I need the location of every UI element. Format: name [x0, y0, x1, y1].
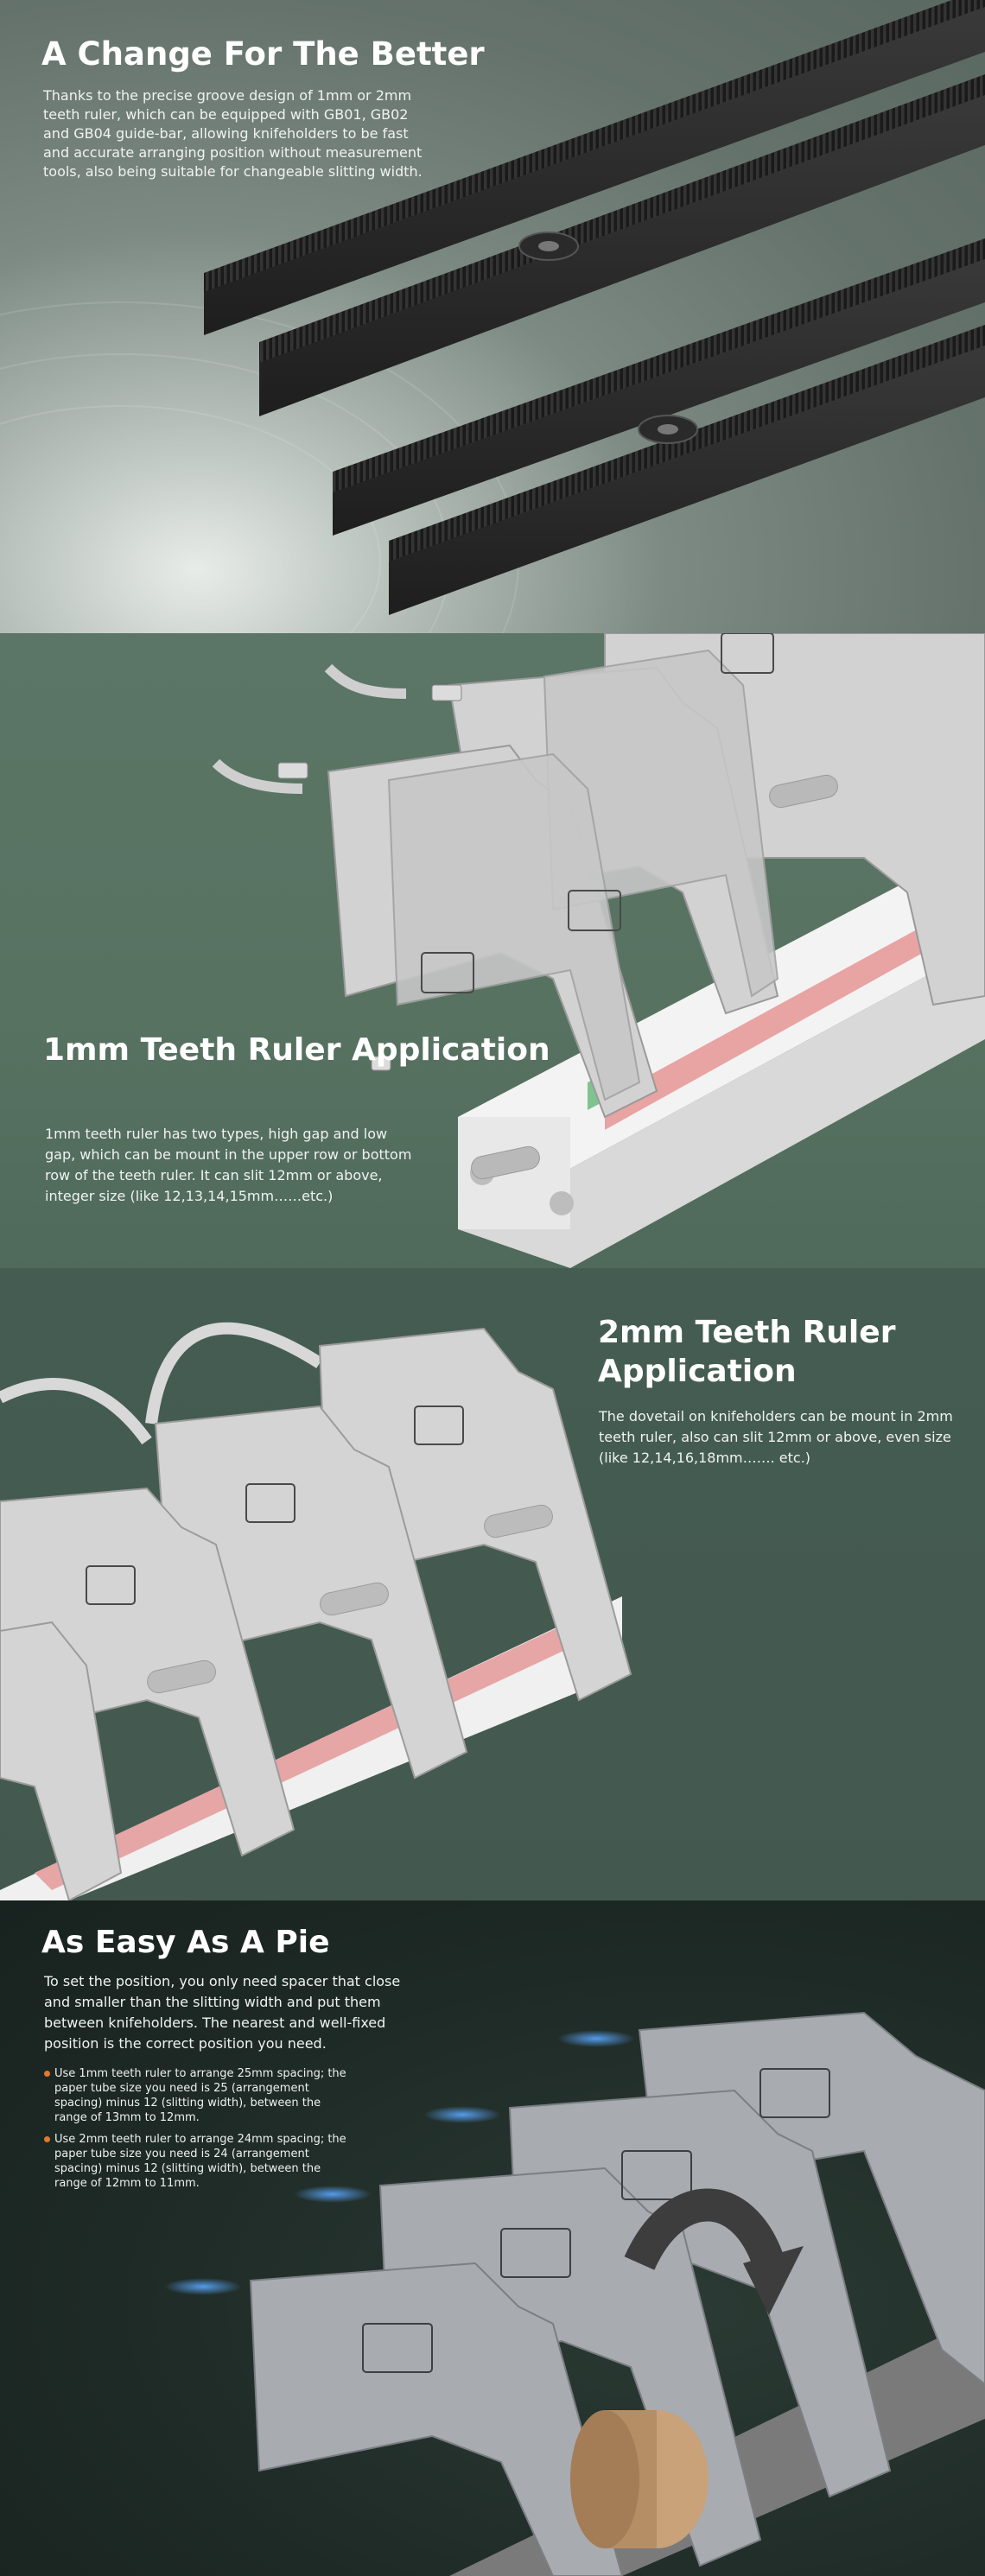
section-easy-as-pie: As Easy As A Pie To set the position, yo… [0, 1900, 985, 2576]
bullet-2mm-text: Use 2mm teeth ruler to arrange 24mm spac… [54, 2133, 346, 2190]
section-1mm-ruler: 1mm Teeth Ruler Application 1mm teeth ru… [0, 633, 985, 1268]
section4-title: As Easy As A Pie [41, 1925, 330, 1960]
bullet-1mm: Use 1mm teeth ruler to arrange 25mm spac… [44, 2066, 346, 2125]
section2-title: 1mm Teeth Ruler Application [43, 1032, 550, 1068]
bullet-dot-icon [44, 2071, 50, 2077]
section4-body: To set the position, you only need space… [44, 1973, 401, 2052]
bullet-2mm: Use 2mm teeth ruler to arrange 24mm spac… [44, 2132, 346, 2191]
section3-body: The dovetail on knifeholders can be moun… [599, 1408, 953, 1466]
teeth-ruler-illustration [0, 0, 985, 633]
bullet-1mm-text: Use 1mm teeth ruler to arrange 25mm spac… [54, 2067, 346, 2124]
knifeholder-2mm-illustration [0, 1322, 632, 1900]
bullet-dot-icon [44, 2136, 50, 2142]
section-2mm-ruler: 2mm Teeth Ruler Application The dovetail… [0, 1268, 985, 1900]
spacer-illustration [164, 2011, 985, 2576]
section3-title: 2mm Teeth Ruler Application [598, 1315, 896, 1389]
upper-ruler-shape [204, 0, 985, 416]
section2-body: 1mm teeth ruler has two types, high gap … [45, 1126, 412, 1204]
knifeholder-1mm-illustration [212, 633, 985, 1268]
section4-bullets: Use 1mm teeth ruler to arrange 25mm spac… [44, 2066, 346, 2198]
section1-title: A Change For The Better [41, 35, 485, 73]
section1-body: Thanks to the precise groove design of 1… [43, 87, 423, 180]
lower-ruler-shape [333, 238, 985, 615]
section-change-for-better: A Change For The Better Thanks to the pr… [0, 0, 985, 633]
